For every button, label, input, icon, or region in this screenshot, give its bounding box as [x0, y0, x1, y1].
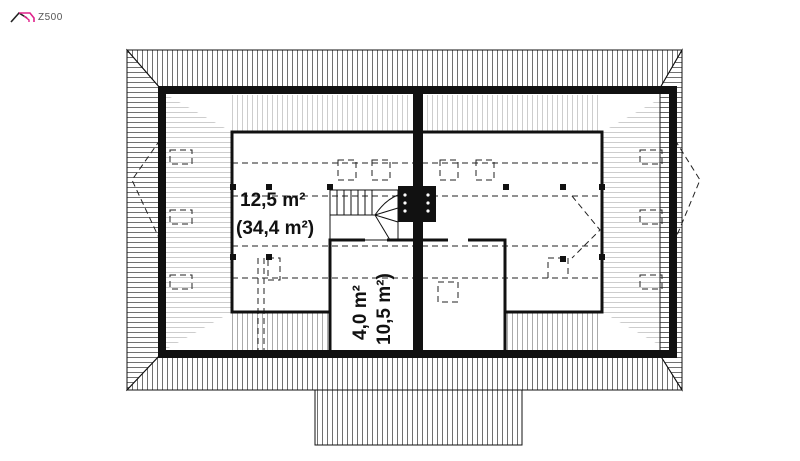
roof-logo-icon: [10, 11, 35, 23]
chimney: [398, 186, 436, 222]
posts: [230, 184, 605, 262]
knee-walls: [230, 130, 604, 350]
logo-text: Z500: [38, 11, 63, 23]
room-area-label: 12,5 m²: [240, 190, 305, 211]
logo: Z500: [10, 10, 63, 24]
porch-roof: [314, 389, 523, 446]
staircase: [329, 189, 399, 241]
small-room-area-label: 4,0 m²: [350, 285, 371, 340]
small-room-total-area-label: 10,5 m²): [374, 273, 395, 345]
room-total-area-label: (34,4 m²): [236, 218, 314, 239]
